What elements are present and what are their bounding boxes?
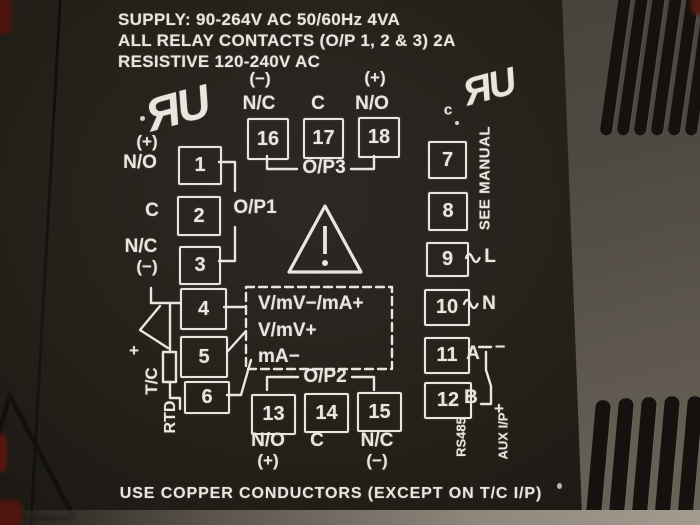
terminal-number-1: 1 bbox=[194, 154, 206, 176]
op2-group-label: O/P2 bbox=[303, 366, 347, 387]
terminal-box-4: 4 bbox=[180, 288, 227, 330]
mains-line-label: L bbox=[484, 246, 496, 267]
tc-plus-label: + bbox=[129, 341, 139, 360]
terminal-box-18: 18 bbox=[358, 117, 400, 158]
table-edge bbox=[0, 510, 700, 525]
signal-row-vmv-ma: V/mV−/mA+ bbox=[258, 293, 364, 314]
terminal-box-14: 14 bbox=[304, 393, 349, 433]
rtd-resistor bbox=[161, 350, 178, 384]
terminal-box-7: 7 bbox=[428, 141, 467, 179]
terminal-box-2: 2 bbox=[177, 196, 221, 236]
terminal-box-6: 6 bbox=[184, 381, 230, 414]
terminal-number-7: 7 bbox=[441, 148, 454, 171]
red-corner-accent-right bbox=[691, 0, 700, 15]
op1-c-label: C bbox=[145, 200, 159, 221]
terminal-number-3: 3 bbox=[194, 254, 206, 276]
terminal-box-12: 12 bbox=[424, 382, 472, 419]
aux-input-label: AUX I/P bbox=[495, 412, 511, 460]
terminal5-wire bbox=[225, 329, 248, 354]
signal-row-ma-minus: mA− bbox=[258, 346, 300, 367]
terminal-number-6: 6 bbox=[201, 386, 213, 408]
terminal-number-5: 5 bbox=[198, 345, 210, 368]
terminal-box-8: 8 bbox=[428, 192, 468, 231]
terminal-box-10: 10 bbox=[424, 289, 470, 326]
terminal-number-2: 2 bbox=[193, 204, 205, 227]
terminal-number-8: 8 bbox=[442, 200, 454, 222]
see-manual-label: SEE MANUAL bbox=[476, 125, 494, 231]
cul-c-prefix: c bbox=[443, 101, 453, 119]
terminal6-wire bbox=[225, 358, 253, 397]
mains-neutral-label: N bbox=[482, 293, 496, 314]
op1-bracket bbox=[217, 160, 237, 263]
op2-no-polarity: (+) bbox=[257, 451, 279, 470]
rs485-label: RS485 bbox=[453, 417, 469, 457]
ac-squiggle-neutral bbox=[462, 298, 479, 310]
op2-nc-polarity: (−) bbox=[366, 451, 388, 470]
op1-no-label: N/O bbox=[123, 152, 157, 173]
terminal-box-13: 13 bbox=[251, 394, 296, 435]
op1-nc-polarity: (−) bbox=[136, 257, 158, 276]
op3-nc-polarity: (−) bbox=[249, 69, 271, 88]
terminal-number-14: 14 bbox=[315, 401, 338, 424]
op3-c-label: C bbox=[311, 93, 325, 114]
tc-symbol bbox=[138, 286, 182, 350]
red-edge-accent bbox=[0, 434, 7, 472]
cul-mark-dot-icon bbox=[455, 121, 459, 125]
op2-c-label: C bbox=[310, 430, 324, 451]
aux-plus-label: + bbox=[494, 399, 504, 418]
aux-minus-label: − bbox=[494, 336, 506, 357]
rs485-a-label: A bbox=[466, 343, 480, 364]
aux-polarity-bracket bbox=[477, 345, 493, 406]
dust-speck bbox=[557, 483, 562, 489]
terminal-number-13: 13 bbox=[262, 403, 285, 425]
terminal-box-1: 1 bbox=[178, 146, 222, 185]
resistive-spec-line3: RESISTIVE 120-240V AC bbox=[118, 52, 321, 71]
op1-no-polarity: (+) bbox=[136, 132, 158, 151]
supply-spec-line1: SUPPLY: 90-264V AC 50/60Hz 4VA bbox=[118, 10, 401, 29]
op2-no-label: N/O bbox=[251, 430, 285, 451]
copper-conductors-note: USE COPPER CONDUCTORS (EXCEPT ON T/C I/P… bbox=[119, 485, 543, 502]
op3-bracket bbox=[265, 154, 376, 171]
terminal-box-3: 3 bbox=[179, 246, 221, 285]
terminal-box-16: 16 bbox=[247, 118, 289, 160]
red-corner-accent-bottom bbox=[0, 500, 22, 525]
terminal-number-15: 15 bbox=[368, 400, 391, 423]
rs485-b-label: B bbox=[464, 387, 478, 408]
terminal-number-10: 10 bbox=[435, 296, 459, 318]
op1-group-label: O/P1 bbox=[233, 197, 277, 218]
terminal-box-17: 17 bbox=[303, 118, 344, 159]
warning-triangle-icon bbox=[287, 204, 363, 274]
op1-nc-label: N/C bbox=[124, 236, 158, 257]
rtd-wire bbox=[168, 301, 182, 411]
terminal-box-9: 9 bbox=[426, 242, 469, 277]
terminal-number-16: 16 bbox=[256, 127, 280, 150]
op3-nc-label: N/C bbox=[242, 93, 276, 114]
ul-mark-dot-icon bbox=[140, 116, 145, 121]
terminal-number-17: 17 bbox=[312, 127, 335, 149]
rtd-label: RTD bbox=[162, 400, 179, 434]
input-dashed-box bbox=[244, 285, 394, 371]
terminal-box-15: 15 bbox=[357, 392, 402, 432]
terminal-number-12: 12 bbox=[436, 389, 460, 411]
terminal-number-18: 18 bbox=[367, 126, 391, 148]
red-corner-accent bbox=[0, 0, 12, 34]
terminal-box-11: 11 bbox=[424, 337, 470, 374]
signal-row-vmv-plus: V/mV+ bbox=[258, 320, 317, 341]
terminal-number-4: 4 bbox=[197, 297, 210, 320]
relay-spec-line2: ALL RELAY CONTACTS (O/P 1, 2 & 3) 2A bbox=[118, 31, 456, 50]
terminal-number-9: 9 bbox=[441, 248, 454, 270]
op2-bracket bbox=[265, 375, 376, 392]
terminal-box-5: 5 bbox=[180, 336, 228, 378]
op3-no-label: N/O bbox=[355, 93, 389, 114]
op3-group-label: O/P3 bbox=[302, 157, 346, 178]
op3-no-polarity: (+) bbox=[364, 68, 386, 87]
terminal-number-11: 11 bbox=[436, 344, 458, 366]
op2-nc-label: N/C bbox=[360, 430, 394, 451]
tc-label: T/C bbox=[142, 367, 161, 395]
